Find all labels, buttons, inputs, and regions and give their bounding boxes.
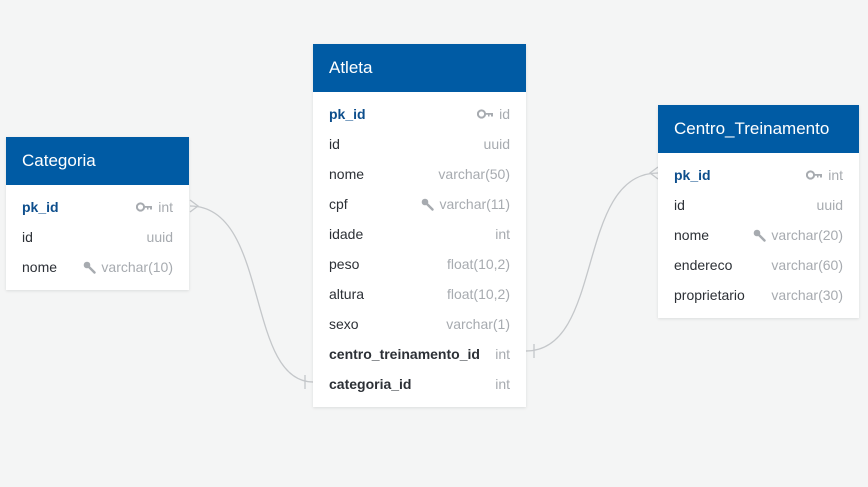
column-name: endereco <box>674 257 733 273</box>
column-name: nome <box>22 259 58 275</box>
column-type: uuid <box>147 229 173 245</box>
column-row[interactable]: proprietario varchar(30) <box>658 280 859 310</box>
column-name: centro_treinamento_id <box>329 346 480 362</box>
column-type: uuid <box>484 136 510 152</box>
column-type: int <box>806 167 843 183</box>
column-type-text: int <box>828 167 843 183</box>
column-type-text: uuid <box>816 197 843 213</box>
column-type-text: int <box>495 226 510 242</box>
column-type-text: varchar(60) <box>771 257 843 273</box>
column-name: altura <box>329 286 365 302</box>
column-type: int <box>495 376 510 392</box>
column-row[interactable]: cpf varchar(11) <box>313 189 526 219</box>
column-row[interactable]: id uuid <box>313 129 526 159</box>
column-type: varchar(20) <box>753 227 843 243</box>
crowfoot-centro <box>648 166 659 180</box>
column-type: int <box>495 346 510 362</box>
column-type-text: float(10,2) <box>446 286 510 302</box>
column-name: id <box>329 136 340 152</box>
table-centro-treinamento[interactable]: Centro_Treinamento pk_id int id uuid nome var… <box>658 105 859 318</box>
column-type-text: uuid <box>483 136 510 152</box>
index-icon <box>753 229 767 242</box>
column-type: int <box>495 226 510 242</box>
column-name: id <box>674 197 685 213</box>
column-type-text: int <box>158 199 173 215</box>
column-type: float(10,2) <box>447 286 510 302</box>
column-type-text: varchar(50) <box>438 166 510 182</box>
column-type-text: varchar(1) <box>446 316 510 332</box>
column-row[interactable]: altura float(10,2) <box>313 279 526 309</box>
column-type: varchar(50) <box>438 166 510 182</box>
column-name: pk_id <box>329 106 366 122</box>
relationship-categoria-atleta <box>189 205 314 383</box>
column-name: id <box>22 229 33 245</box>
column-name: proprietario <box>674 287 745 303</box>
column-name: idade <box>329 226 364 242</box>
column-type: varchar(11) <box>421 196 510 212</box>
column-type: varchar(1) <box>446 316 510 332</box>
column-type: uuid <box>817 197 843 213</box>
column-type-text: int <box>495 346 510 362</box>
column-name: sexo <box>329 316 359 332</box>
column-type: varchar(30) <box>771 287 843 303</box>
column-type-text: int <box>495 376 510 392</box>
column-type-text: varchar(30) <box>771 287 843 303</box>
table-columns: pk_id int id uuid nome varchar(20) endereco var… <box>658 153 859 318</box>
table-title[interactable]: Categoria <box>6 137 189 185</box>
column-name: categoria_id <box>329 376 412 392</box>
column-row[interactable]: nome varchar(10) <box>6 252 189 282</box>
column-type-text: varchar(20) <box>771 227 843 243</box>
key-icon <box>806 170 823 180</box>
column-type: int <box>136 199 173 215</box>
column-name: cpf <box>329 196 348 212</box>
column-type-text: uuid <box>146 229 173 245</box>
column-name: pk_id <box>674 167 711 183</box>
column-row[interactable]: idade int <box>313 219 526 249</box>
key-icon <box>136 202 153 212</box>
column-name: peso <box>329 256 360 272</box>
index-icon <box>421 198 435 211</box>
column-row[interactable]: pk_id int <box>658 160 859 190</box>
column-type-text: float(10,2) <box>446 256 510 272</box>
column-name: nome <box>329 166 365 182</box>
column-type: varchar(60) <box>771 257 843 273</box>
crowfoot-categoria <box>189 199 200 213</box>
column-name: pk_id <box>22 199 59 215</box>
table-columns: pk_id int id uuid nome varchar(10) <box>6 185 189 290</box>
column-type-text: varchar(10) <box>101 259 173 275</box>
column-row[interactable]: pk_id id <box>313 99 526 129</box>
column-type-text: id <box>499 106 510 122</box>
column-row[interactable]: sexo varchar(1) <box>313 309 526 339</box>
table-title[interactable]: Centro_Treinamento <box>658 105 859 153</box>
column-row[interactable]: categoria_id int <box>313 369 526 399</box>
column-row[interactable]: pk_id int <box>6 192 189 222</box>
table-categoria[interactable]: Categoria pk_id int id uuid nome varchar(10) <box>6 137 189 290</box>
column-type: varchar(10) <box>83 259 173 275</box>
column-type: id <box>477 106 510 122</box>
index-icon <box>83 261 97 274</box>
column-row[interactable]: nome varchar(20) <box>658 220 859 250</box>
column-row[interactable]: endereco varchar(60) <box>658 250 859 280</box>
column-row[interactable]: peso float(10,2) <box>313 249 526 279</box>
column-row[interactable]: id uuid <box>6 222 189 252</box>
column-type-text: varchar(11) <box>439 196 510 212</box>
column-row[interactable]: id uuid <box>658 190 859 220</box>
key-icon <box>477 109 494 119</box>
relationship-centro-atleta <box>525 172 659 352</box>
table-title[interactable]: Atleta <box>313 44 526 92</box>
column-name: nome <box>674 227 710 243</box>
column-row[interactable]: nome varchar(50) <box>313 159 526 189</box>
column-row[interactable]: centro_treinamento_id int <box>313 339 526 369</box>
column-type: float(10,2) <box>447 256 510 272</box>
